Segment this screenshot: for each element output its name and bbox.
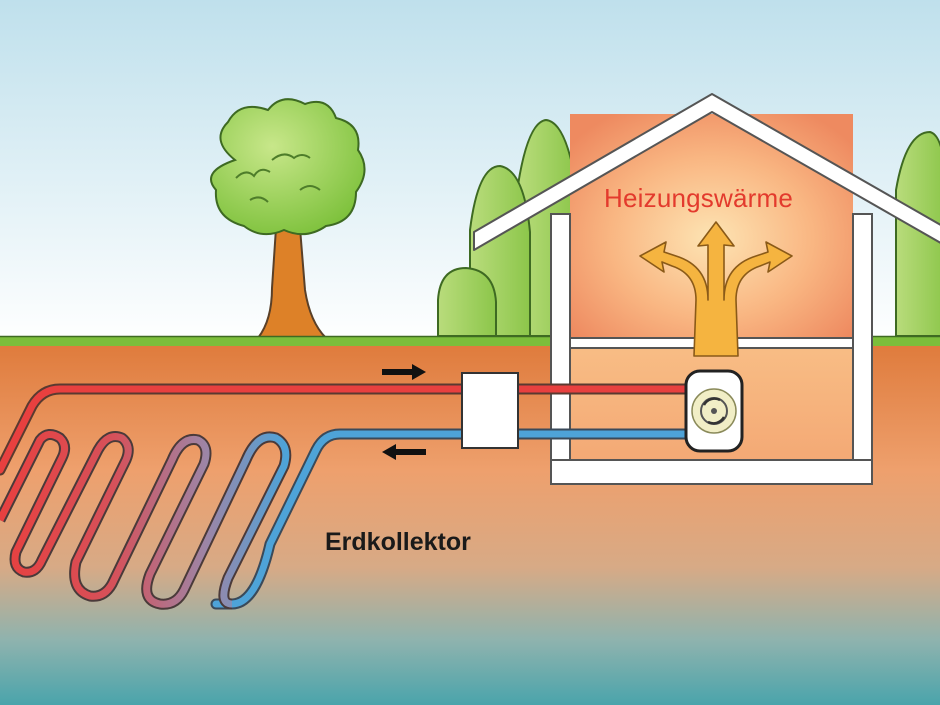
house-wall-right bbox=[852, 213, 873, 485]
heat-pump-icon bbox=[684, 369, 744, 453]
grass bbox=[0, 337, 940, 346]
flow-arrow-right-icon bbox=[382, 364, 426, 380]
warm-pipe bbox=[0, 383, 692, 476]
connection-box bbox=[461, 372, 519, 449]
heat-arrows bbox=[639, 221, 793, 357]
heating-heat-label: Heizungswärme bbox=[604, 183, 794, 213]
ground-collector-coil bbox=[0, 429, 292, 610]
house-ground-slab bbox=[550, 459, 873, 485]
house-roof bbox=[473, 93, 940, 251]
ground-collector-label: Erdkollektor bbox=[325, 528, 471, 556]
cold-pipe bbox=[210, 428, 692, 610]
tree-icon bbox=[210, 98, 366, 339]
flow-arrow-left-icon bbox=[382, 444, 426, 460]
house-wall-left bbox=[550, 213, 571, 485]
